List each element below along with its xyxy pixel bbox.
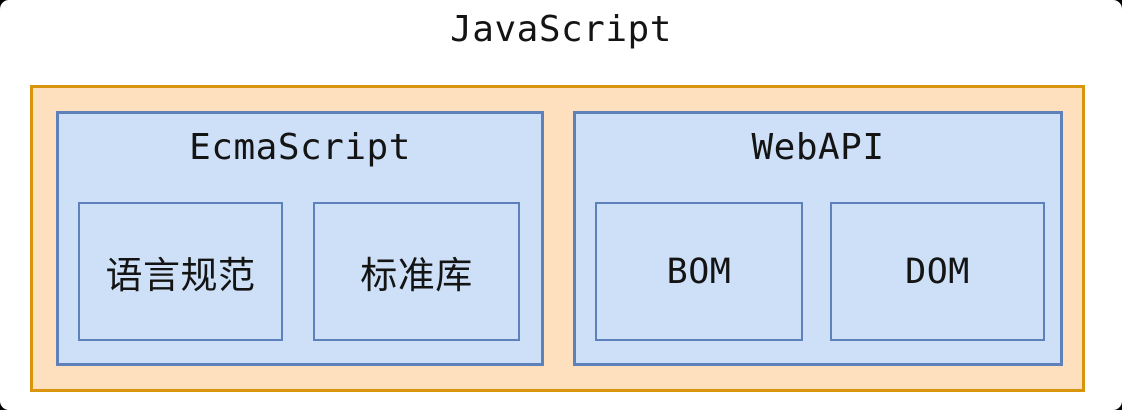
javascript-container-box: EcmaScript 语言规范 标准库 WebAPI BOM DOM	[30, 85, 1085, 392]
bom-label: BOM	[666, 251, 732, 292]
language-spec-label: 语言规范	[105, 253, 256, 297]
dom-label: DOM	[905, 251, 970, 292]
ecmascript-section-box: EcmaScript 语言规范 标准库	[56, 111, 544, 366]
webapi-section-box: WebAPI BOM DOM	[573, 111, 1063, 366]
webapi-section-title: WebAPI	[751, 127, 885, 168]
standard-library-box: 标准库	[313, 202, 520, 341]
diagram-title: JavaScript	[450, 9, 672, 50]
dom-box: DOM	[830, 202, 1045, 341]
standard-library-label: 标准库	[360, 253, 473, 297]
ecmascript-section-title: EcmaScript	[189, 127, 411, 168]
bom-box: BOM	[595, 202, 803, 341]
language-spec-box: 语言规范	[78, 202, 283, 341]
